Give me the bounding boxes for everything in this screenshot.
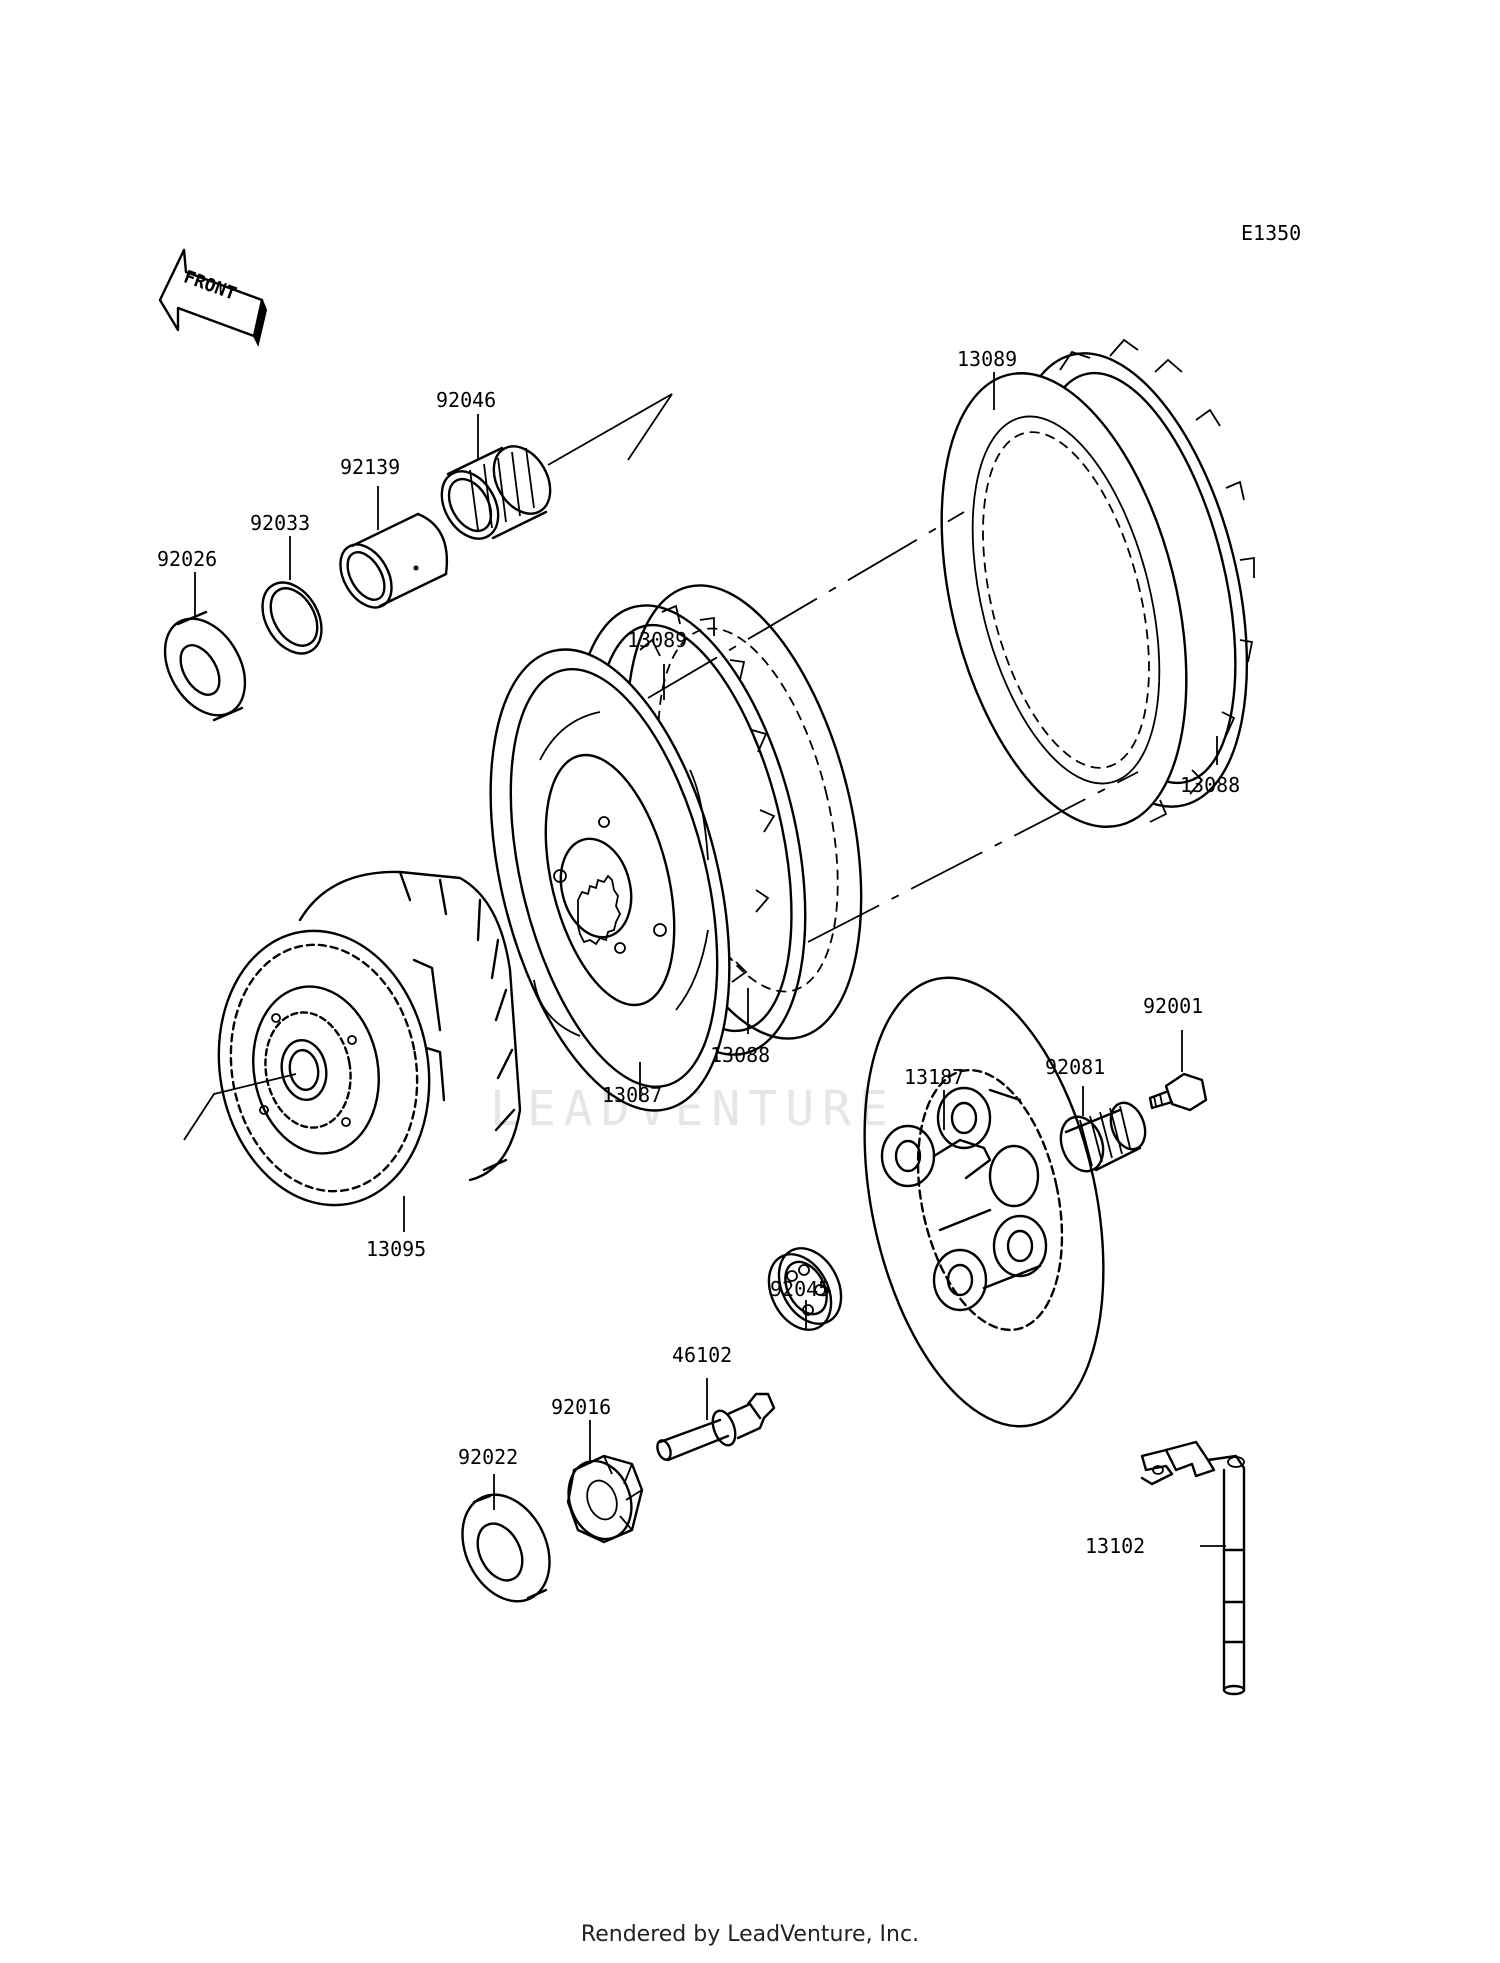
label-92081[interactable]: 92081 — [1045, 1055, 1105, 1079]
label-92022[interactable]: 92022 — [458, 1445, 518, 1469]
axis-line-lower — [183, 1073, 297, 1141]
axis-line-upper — [547, 393, 673, 466]
label-92033[interactable]: 92033 — [250, 511, 310, 535]
bolt-92001[interactable] — [1148, 1072, 1208, 1112]
needle-bearing-92046[interactable] — [430, 436, 561, 548]
guide-line-top — [647, 511, 965, 699]
clutch-hub-13087[interactable] — [448, 625, 772, 1135]
clutch-housing-13095[interactable] — [198, 870, 522, 1222]
washer-92026[interactable] — [149, 604, 262, 729]
label-13089-middle[interactable]: 13089 — [627, 628, 687, 652]
label-46102[interactable]: 46102 — [672, 1343, 732, 1367]
spring-92081[interactable] — [1054, 1098, 1152, 1177]
release-shaft-13102[interactable] — [1140, 1440, 1246, 1696]
ball-bearing-92045[interactable] — [756, 1238, 853, 1341]
label-13088-middle[interactable]: 13088 — [710, 1043, 770, 1067]
pressure-plate-13187[interactable] — [827, 956, 1141, 1449]
label-92046[interactable]: 92046 — [436, 388, 496, 412]
steel-plate-13089-right[interactable] — [899, 348, 1229, 852]
collar-92139[interactable] — [330, 512, 449, 616]
washer-92022[interactable] — [445, 1480, 566, 1616]
label-13095[interactable]: 13095 — [366, 1237, 426, 1261]
label-13089-right[interactable]: 13089 — [957, 347, 1017, 371]
circlip-92033[interactable] — [250, 572, 333, 664]
label-13187[interactable]: 13187 — [904, 1065, 964, 1089]
front-arrow-icon: FRONT — [158, 248, 268, 347]
nut-92016[interactable] — [558, 1452, 644, 1548]
label-92026[interactable]: 92026 — [157, 547, 217, 571]
guide-line-bottom — [807, 771, 1139, 943]
label-92016[interactable]: 92016 — [551, 1395, 611, 1419]
label-92001[interactable]: 92001 — [1143, 994, 1203, 1018]
label-13088-right[interactable]: 13088 — [1180, 773, 1240, 797]
diagram-code: E1350 — [1241, 221, 1301, 245]
footer-credit: Rendered by LeadVenture, Inc. — [580, 1922, 920, 1947]
label-13102[interactable]: 13102 — [1085, 1534, 1145, 1558]
push-rod-46102[interactable] — [655, 1392, 776, 1462]
label-92045[interactable]: 92045 — [770, 1277, 830, 1301]
label-13087[interactable]: 13087 — [602, 1083, 662, 1107]
label-92139[interactable]: 92139 — [340, 455, 400, 479]
